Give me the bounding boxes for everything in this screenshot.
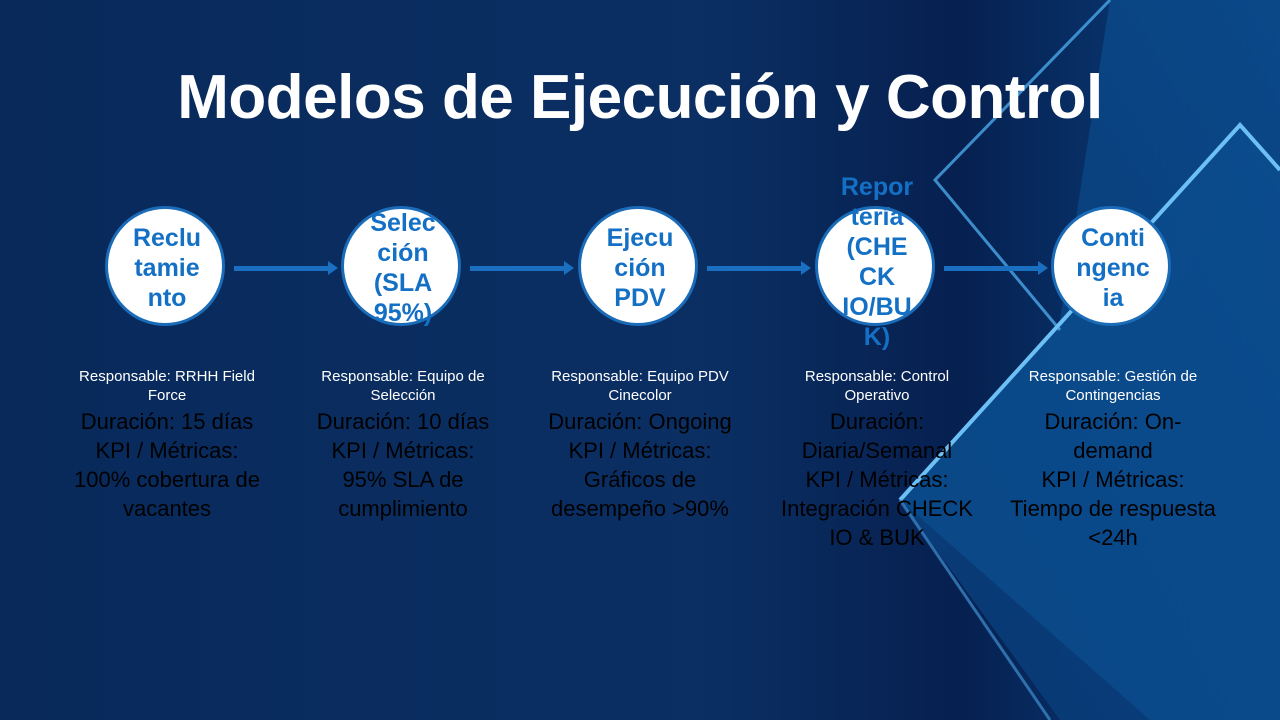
step-detail-line: Duración: On-demand (1044, 409, 1182, 463)
step-label-line: Conti (1081, 224, 1145, 252)
step-label-line: ción (377, 239, 429, 267)
step-responsable: Responsable: Gestión de Contingencias (1028, 368, 1198, 404)
step-label-line: Repor (840, 173, 914, 201)
step-detail-line: KPI / Métricas: (95, 438, 239, 463)
step-detail-line: KPI / Métricas: (331, 438, 475, 463)
step-responsable: Responsable: Equipo de Selección (321, 368, 485, 404)
step-detail-line: Integración CHECK IO & BUK (781, 496, 973, 550)
step-label-line: Ejecu (606, 224, 674, 252)
step-detail-line: Duración: 15 días (80, 409, 254, 434)
step-label-line: Selec (370, 209, 436, 237)
step-circle (815, 206, 935, 326)
step-detail-line: KPI / Métricas: (805, 467, 949, 492)
step-label-line: CK (858, 263, 896, 291)
step-label-line: K) (863, 323, 891, 351)
step-label-line: nto (147, 284, 187, 312)
step-responsable: Responsable: Control Operativo (804, 368, 950, 404)
flow-arrow (944, 261, 1048, 275)
step-label-line: (SLA (373, 269, 433, 297)
slide-title: Modelos de Ejecución y Control (177, 63, 1103, 132)
step-responsable: Responsable: Equipo PDV Cinecolor (551, 368, 729, 404)
step-detail-line: KPI / Métricas: (568, 438, 712, 463)
step-detail-line: Tiempo de respuesta <24h (1010, 496, 1216, 550)
step-detail-line: Duración: Ongoing (548, 409, 732, 434)
step-detail-line: Duración: Diaria/Semanal (801, 409, 953, 463)
step-label-line: Reclu (132, 224, 202, 252)
flow-arrow (707, 261, 811, 275)
step-detail-line: KPI / Métricas: (1041, 467, 1185, 492)
step-label-line: ngenc (1076, 254, 1150, 282)
step-circle (1051, 206, 1171, 326)
step-responsable: Responsable: RRHH Field Force (79, 368, 255, 404)
step-label-line: (CHE (846, 233, 908, 261)
step-label-line: tamie (134, 254, 200, 282)
step-circle (105, 206, 225, 326)
step-label-line: PDV (614, 284, 666, 312)
step-detail-line: Gráficos de desempeño >90% (551, 467, 729, 521)
step-circle (341, 206, 461, 326)
step-detail-line: Duración: 10 días (316, 409, 490, 434)
step-label-line: ia (1102, 284, 1124, 312)
step-label-line: ción (614, 254, 666, 282)
step-detail-line: 95% SLA de cumplimiento (338, 467, 468, 521)
flow-arrow (234, 261, 338, 275)
step-label-line: IO/BU (842, 293, 912, 321)
step-label-line: tería (850, 203, 904, 231)
step-detail-line: 100% cobertura de vacantes (74, 467, 260, 521)
flow-arrow (470, 261, 574, 275)
step-label-line: 95%) (373, 299, 433, 327)
step-circle (578, 206, 698, 326)
